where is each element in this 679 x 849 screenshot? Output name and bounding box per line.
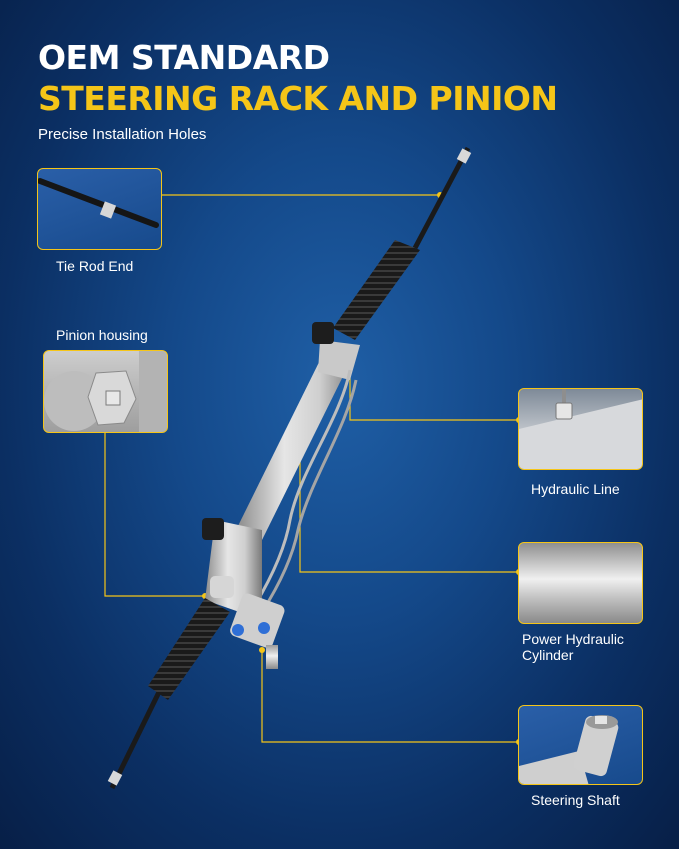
power-hydraulic-cylinder-label-line1: Power Hydraulic bbox=[522, 631, 624, 647]
power-hydraulic-cylinder-callout bbox=[518, 542, 643, 624]
steering-shaft-callout bbox=[518, 705, 643, 785]
steering-shaft-image bbox=[519, 715, 619, 784]
steering-rack bbox=[107, 146, 472, 790]
tie-rod-end-label: Tie Rod End bbox=[56, 258, 134, 274]
hydraulic-line-callout bbox=[518, 388, 643, 470]
title-line-1: OEM STANDARD bbox=[38, 38, 330, 77]
hydraulic-line-image bbox=[519, 389, 642, 469]
pinion-housing-label: Pinion housing bbox=[56, 327, 148, 343]
hydraulic-line-label: Hydraulic Line bbox=[531, 481, 620, 497]
tie-rod-end-image bbox=[38, 178, 159, 228]
title-line-2: STEERING RACK AND PINION bbox=[38, 79, 558, 118]
pinion-housing-image bbox=[44, 351, 167, 432]
pinion-housing-callout bbox=[43, 350, 168, 433]
power-hydraulic-cylinder-label-line2: Cylinder bbox=[522, 647, 574, 663]
tie-rod-end-callout bbox=[37, 168, 162, 250]
subtitle: Precise Installation Holes bbox=[38, 126, 207, 143]
leader-lines bbox=[104, 194, 519, 743]
steering-shaft-label: Steering Shaft bbox=[531, 792, 620, 808]
